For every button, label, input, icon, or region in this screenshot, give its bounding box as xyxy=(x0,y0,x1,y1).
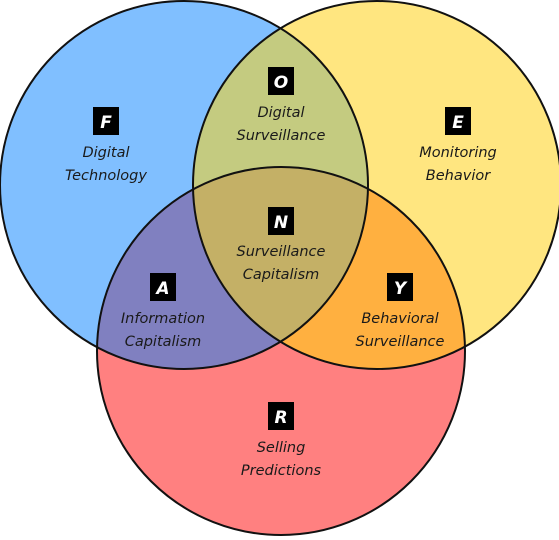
badge-o xyxy=(268,67,294,95)
label-information-capitalism-line2: Capitalism xyxy=(125,334,202,350)
region-surveillance-capitalism: N Surveillance Capitalism xyxy=(237,207,326,283)
region-digital-technology: F Digital Technology xyxy=(65,107,147,184)
badge-letter-o: O xyxy=(274,73,288,93)
label-digital-technology-line2: Technology xyxy=(65,168,147,184)
label-monitoring-behavior-line1: Monitoring xyxy=(419,145,497,161)
label-digital-surveillance-line2: Surveillance xyxy=(237,128,326,144)
region-digital-surveillance: O Digital Surveillance xyxy=(237,67,326,144)
label-digital-technology-line1: Digital xyxy=(82,145,129,161)
label-digital-surveillance-line1: Digital xyxy=(257,105,304,121)
badge-a xyxy=(150,273,176,301)
region-selling-predictions: R Selling Predictions xyxy=(241,402,322,479)
badge-letter-f: F xyxy=(100,113,112,133)
badge-f xyxy=(93,107,119,135)
label-information-capitalism-line1: Information xyxy=(121,311,205,327)
region-monitoring-behavior: E Monitoring Behavior xyxy=(419,107,497,184)
region-behavioral-surveillance: Y Behavioral Surveillance xyxy=(356,273,445,350)
label-behavioral-surveillance-line2: Surveillance xyxy=(356,334,445,350)
outline-selling-predictions xyxy=(96,166,466,536)
label-behavioral-surveillance-line1: Behavioral xyxy=(361,311,438,327)
badge-e xyxy=(445,107,471,135)
label-monitoring-behavior-line2: Behavior xyxy=(426,168,491,184)
label-selling-predictions-line1: Selling xyxy=(257,440,306,456)
badge-letter-a: A xyxy=(154,279,169,299)
outline-digital-technology xyxy=(0,0,369,370)
region-information-capitalism: A Information Capitalism xyxy=(121,273,205,350)
badge-y xyxy=(387,273,413,301)
badge-n xyxy=(268,207,294,235)
label-surveillance-capitalism-line2: Capitalism xyxy=(243,267,320,283)
label-surveillance-capitalism-line1: Surveillance xyxy=(237,244,326,260)
badge-letter-e: E xyxy=(452,113,464,133)
outline-monitoring-behavior xyxy=(192,0,559,370)
label-selling-predictions-line2: Predictions xyxy=(241,463,322,479)
badge-letter-n: N xyxy=(274,213,288,233)
badge-letter-r: R xyxy=(274,408,287,428)
badge-r xyxy=(268,402,294,430)
badge-letter-y: Y xyxy=(394,279,408,299)
